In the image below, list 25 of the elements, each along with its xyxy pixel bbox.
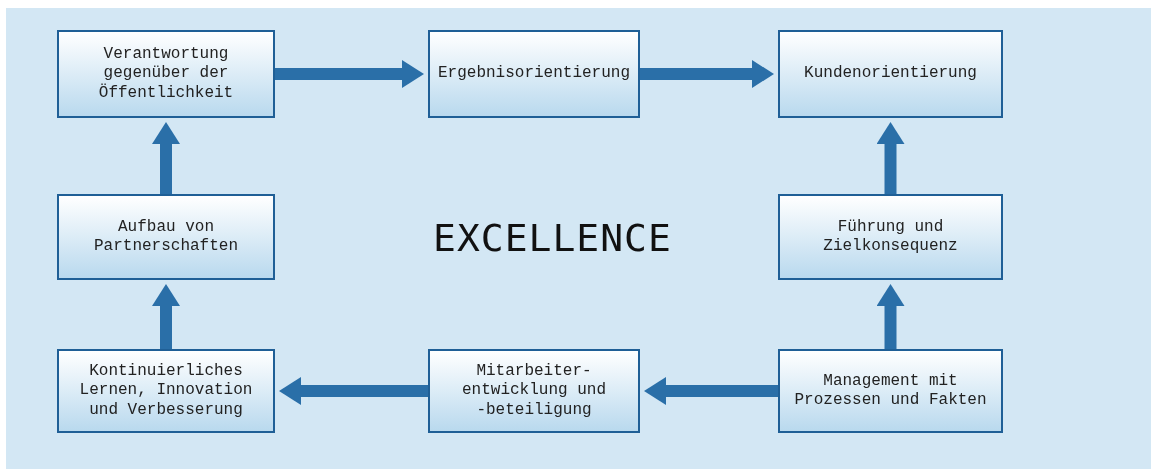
arrow [644,377,778,405]
arrow [876,284,905,349]
arrow [275,60,424,88]
center-label: EXCELLENCE [433,216,672,260]
process-box [778,349,1003,433]
box-text: Kundenorientierung [804,64,977,84]
arrow [876,122,905,194]
box-text: Kontinuierliches Lernen, Innovation und Verbesserung [78,362,254,420]
arrow [152,122,180,194]
box-text: Ergebnisorientierung [438,64,630,84]
process-box [778,30,1003,118]
box-text: Führung und Zielkonsequenz [822,217,959,257]
process-box [57,349,275,433]
process-box [428,349,640,433]
box-text: Management mit Prozessen und Fakten [793,371,988,411]
arrow [152,284,180,349]
arrow [279,377,428,405]
box-text: Verantwortung gegenüber der Öffentlichkeit [97,45,235,103]
box-text: Aufbau von Partnerschaften [93,217,239,257]
arrow [640,60,774,88]
process-box [57,194,275,280]
process-box [57,30,275,118]
box-text: Mitarbeiter- entwicklung und -beteiligung [460,362,607,420]
process-box [428,30,640,118]
process-box [778,194,1003,280]
